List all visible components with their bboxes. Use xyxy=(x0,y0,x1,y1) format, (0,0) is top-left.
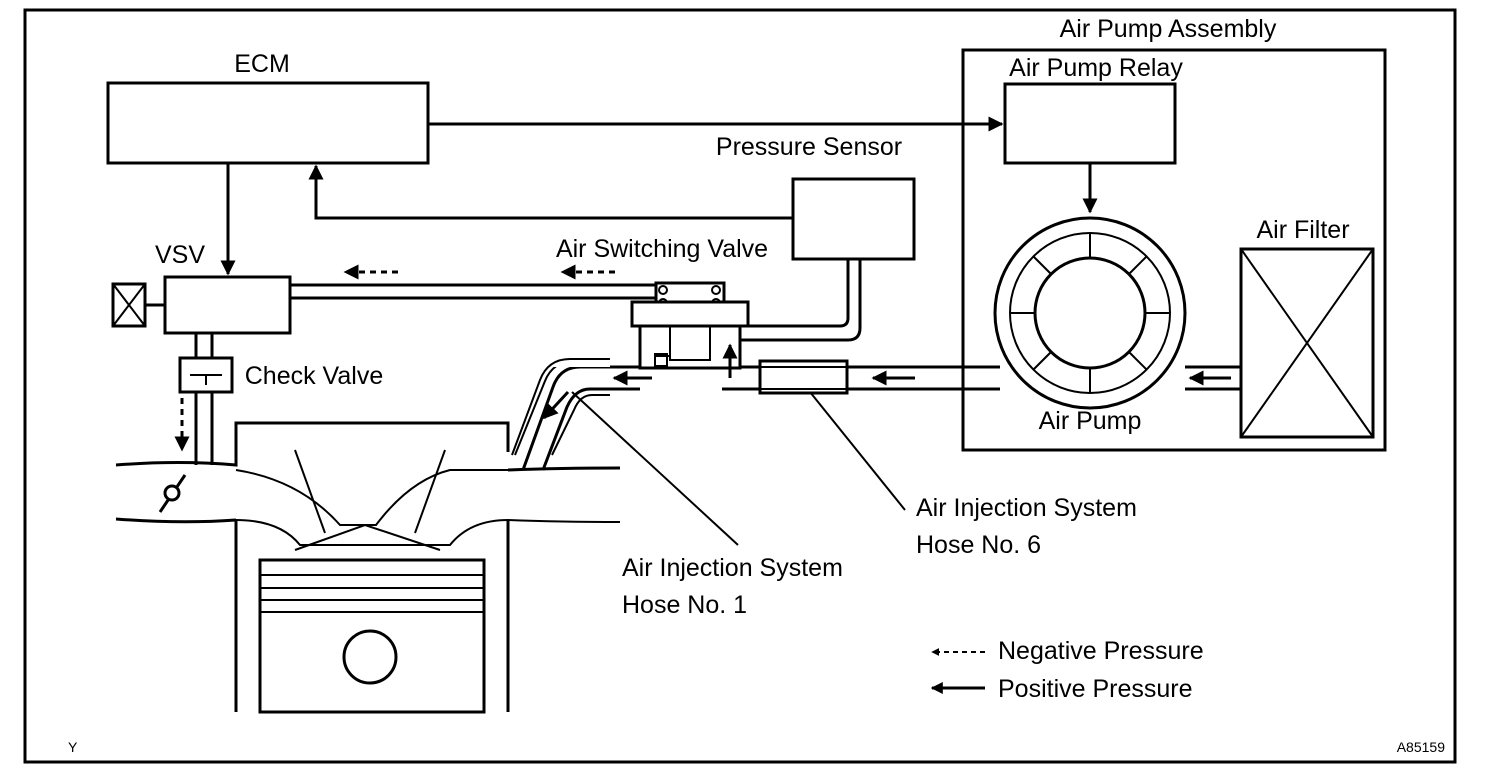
throttle-valve-icon xyxy=(158,474,187,513)
hose-no6-label-line1: Air Injection System xyxy=(916,494,1137,522)
air-pump-assembly-label: Air Pump Assembly xyxy=(1060,15,1277,43)
legend-negative-pressure-label: Negative Pressure xyxy=(998,637,1204,665)
hose-no1-label-line2: Hose No. 1 xyxy=(622,591,747,619)
air-pump-relay-box xyxy=(1003,82,1177,165)
corner-left-label: Y xyxy=(68,739,78,755)
hose-no1 xyxy=(511,358,610,456)
air-pump-assembly-box xyxy=(961,48,1387,452)
ecm-label: ECM xyxy=(234,50,290,78)
engine-cylinder-head xyxy=(115,421,621,712)
check-valve-icon xyxy=(178,356,234,394)
figure-id-label: A85159 xyxy=(1397,739,1445,755)
air-filter-icon xyxy=(1239,247,1375,439)
air-switching-valve-icon xyxy=(630,281,750,370)
ecm-box xyxy=(106,81,430,165)
hose-no1-leader-line xyxy=(571,391,739,546)
sensor-pipe-inner xyxy=(740,259,862,342)
diagram-frame xyxy=(23,8,1457,764)
air-filter-label: Air Filter xyxy=(1256,216,1349,244)
air-switching-valve-label: Air Switching Valve xyxy=(556,235,768,263)
vsv-box xyxy=(163,275,292,335)
hose-no6-leader-line xyxy=(809,391,906,511)
air-pump-label: Air Pump xyxy=(1039,407,1142,435)
sensor-pipe-outer xyxy=(748,259,850,328)
pressure-sensor-label: Pressure Sensor xyxy=(716,133,902,161)
vsv-filter-icon xyxy=(111,282,147,328)
hose-no1-label-line1: Air Injection System xyxy=(622,554,843,582)
exhaust-flow-arrow xyxy=(542,390,570,420)
legend-positive-pressure-label: Positive Pressure xyxy=(998,675,1193,703)
check-valve-label: Check Valve xyxy=(245,362,384,390)
pressure-sensor-box xyxy=(791,177,916,261)
air-pump-icon xyxy=(993,216,1187,410)
legend: Negative Pressure Positive Pressure xyxy=(930,637,1204,703)
air-pump-relay-label: Air Pump Relay xyxy=(1009,54,1183,82)
hose-no6-label-line2: Hose No. 6 xyxy=(916,531,1041,559)
piston-icon xyxy=(258,558,486,714)
vsv-label: VSV xyxy=(155,241,205,269)
sensor-to-ecm-signal xyxy=(308,164,793,220)
